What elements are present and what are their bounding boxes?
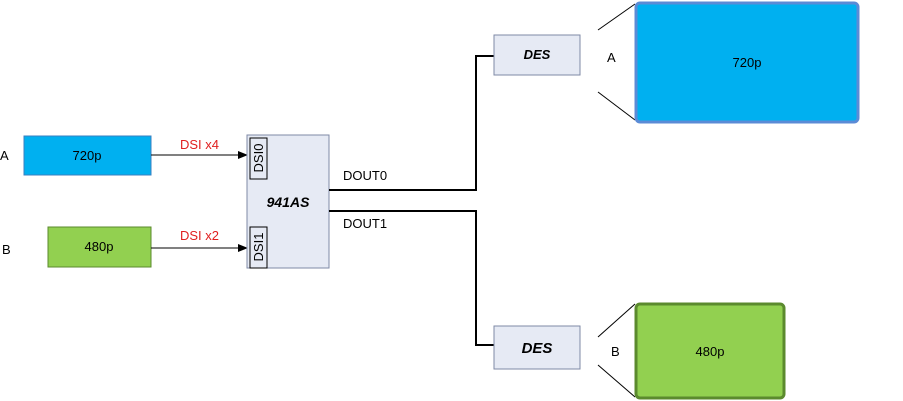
dsi0-port	[249, 137, 268, 180]
display-b-screen-label: 480p	[696, 344, 725, 359]
dout1-wire	[329, 210, 494, 346]
des-top	[493, 34, 581, 76]
input-b-link-label: DSI x2	[180, 228, 219, 243]
dout0-wire	[329, 55, 494, 191]
display-b-label: B	[611, 344, 620, 359]
des-top-label: DES	[524, 47, 551, 62]
dsi1-port	[249, 226, 268, 269]
input-b-label: B	[2, 242, 11, 257]
des-bottom-label: DES	[522, 340, 553, 357]
display-a-projection-bottom	[597, 91, 636, 121]
dsi1-port-label: DSI1	[251, 233, 266, 262]
input-a-box-label: 720p	[73, 148, 102, 163]
input-a-link-label: DSI x4	[180, 137, 219, 152]
display-a-screen-label: 720p	[733, 55, 762, 70]
dsi0-port-label: DSI0	[251, 144, 266, 173]
display-a-screen	[634, 1, 860, 124]
display-a-projection-top	[597, 3, 636, 31]
input-b-box	[47, 226, 152, 268]
display-b-screen	[634, 302, 786, 400]
input-a-box	[23, 135, 152, 176]
display-b-projection-top	[597, 303, 636, 338]
dout1-label: DOUT1	[343, 216, 387, 231]
display-a-label: A	[607, 50, 616, 65]
serializer-name: 941AS	[267, 194, 310, 210]
input-b-box-label: 480p	[85, 239, 114, 254]
des-bottom	[493, 325, 581, 370]
dout0-label: DOUT0	[343, 168, 387, 183]
display-b-projection-bottom	[597, 364, 636, 398]
input-a-label: A	[0, 148, 9, 163]
